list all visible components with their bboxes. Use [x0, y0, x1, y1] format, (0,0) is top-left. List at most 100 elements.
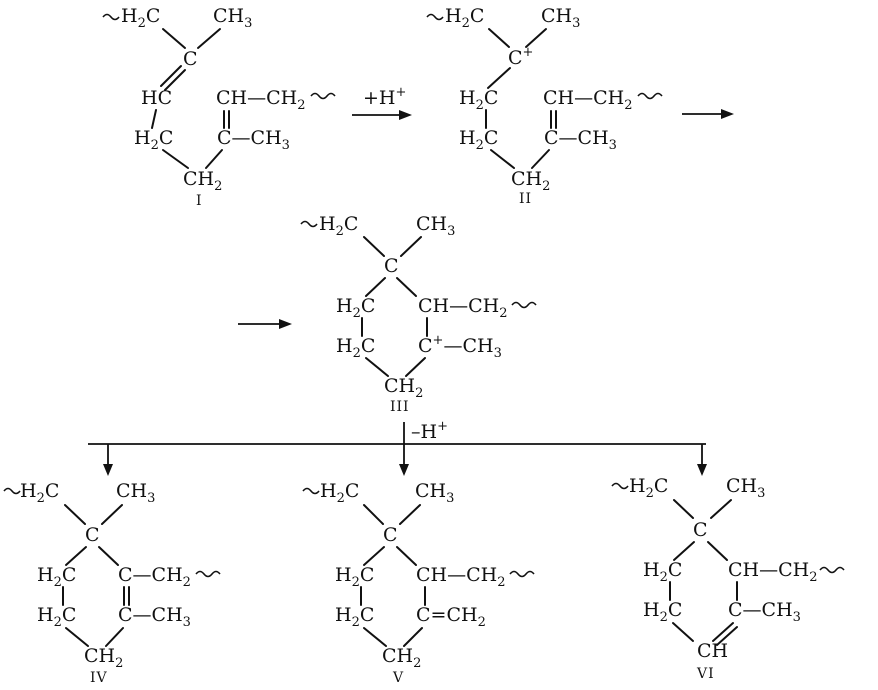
ch2-text: CH: [84, 645, 115, 667]
quaternary-carbon: C: [693, 519, 708, 541]
ch-text: CH: [416, 564, 447, 586]
h2c-h: H: [319, 213, 336, 235]
h2c-sub: 2: [337, 491, 345, 506]
quaternary-carbon: C: [85, 524, 100, 546]
polymer-chain-wavy: [3, 487, 21, 495]
ch-text: CH: [216, 87, 247, 109]
h2c-c: C: [360, 564, 375, 586]
h2c-h: H: [336, 335, 353, 357]
label-vi: VI: [696, 666, 715, 682]
ch2-sub: 2: [809, 570, 817, 585]
deprotonation-branch: –H+: [88, 419, 707, 476]
ch2-sub: 2: [297, 98, 305, 113]
arrow-head: [399, 110, 412, 120]
svg-text:CH3: CH3: [541, 5, 580, 31]
ch3-text: CH: [251, 127, 282, 149]
h2c-sub: 2: [352, 575, 360, 590]
ch3-sub: 3: [446, 491, 454, 506]
svg-text:CH2: CH2: [511, 168, 550, 194]
svg-text:H2C: H2C: [335, 604, 374, 630]
quaternary-carbon: C: [383, 524, 398, 546]
bond: [710, 499, 732, 519]
quaternary-carbon: C: [183, 48, 198, 70]
h2c-h: H: [335, 604, 352, 626]
svg-text:H2C: H2C: [336, 295, 375, 321]
structure-iii: H2C CH3 C H2C CH—CH2 H2C C+—CH3 CH2 III: [300, 213, 537, 415]
h2c-sub: 2: [462, 16, 470, 31]
h2c-sub: 2: [660, 570, 668, 585]
h2c-c: C: [654, 475, 669, 497]
bond: [673, 541, 695, 561]
bond: [162, 149, 189, 169]
ch3-text: CH: [152, 604, 183, 626]
svg-text:C+—CH3: C+—CH3: [418, 333, 502, 361]
ch3-sub: 3: [147, 491, 155, 506]
polymer-chain-wavy: [611, 482, 629, 490]
ch3-sub: 3: [757, 486, 765, 501]
h2c-sub: 2: [37, 491, 45, 506]
h2c-h: H: [37, 564, 54, 586]
ch2-sub: 2: [497, 575, 505, 590]
h2c-h: H: [459, 87, 476, 109]
cation-c: C: [418, 335, 433, 357]
bond: [151, 109, 157, 129]
ch-text: CH: [728, 559, 759, 581]
h2c-h: H: [134, 127, 151, 149]
bond: [403, 627, 423, 647]
ch3-sub: 3: [183, 615, 191, 630]
ch2-sub: 2: [415, 386, 423, 401]
svg-text:H2C: H2C: [335, 564, 374, 590]
bond: [162, 28, 186, 49]
h2c-c: C: [484, 127, 499, 149]
label-v: V: [392, 670, 404, 686]
svg-text:CH—CH2: CH—CH2: [416, 564, 506, 590]
ch2-text: CH: [266, 87, 297, 109]
h2c-sub: 2: [138, 16, 146, 31]
svg-text:CH3: CH3: [416, 213, 455, 239]
svg-text:CH3: CH3: [213, 5, 252, 31]
bond: [105, 627, 124, 647]
ch-text: CH: [418, 295, 449, 317]
h2c-c: C: [146, 5, 161, 27]
h2c-c: C: [361, 335, 376, 357]
ch2-text: CH: [778, 559, 809, 581]
hc-atom: HC: [141, 87, 172, 109]
ch2-text: CH: [468, 295, 499, 317]
h2c-c: C: [159, 127, 174, 149]
ch2-text: CH: [593, 87, 624, 109]
bond: [396, 277, 417, 297]
double-bond: [160, 65, 182, 87]
h2c-sub: 2: [353, 306, 361, 321]
h2c-c: C: [344, 213, 359, 235]
svg-text:CH2: CH2: [183, 168, 222, 194]
ch3-text: CH: [213, 5, 244, 27]
arrow-rearrangement: [682, 109, 734, 119]
svg-text:H2C: H2C: [459, 87, 498, 113]
bond: [363, 627, 387, 647]
svg-text:C—CH3: C—CH3: [217, 127, 290, 153]
dash: —: [133, 564, 152, 586]
bond: [64, 504, 86, 525]
h2c-h: H: [445, 5, 462, 27]
ch2-sub: 2: [214, 179, 222, 194]
dash: —: [133, 604, 152, 626]
polymer-chain-wavy: [102, 13, 120, 21]
h2c-c: C: [668, 599, 683, 621]
c-text: C: [118, 604, 133, 626]
exo-ch2-sub: 2: [478, 615, 486, 630]
ch3-sub: 3: [244, 16, 252, 31]
svg-text:H2C: H2C: [629, 475, 668, 501]
cation-charge: +: [433, 333, 444, 348]
h2c-sub: 2: [54, 575, 62, 590]
bond: [363, 504, 384, 525]
ch2-text: CH: [152, 564, 183, 586]
svg-text:CH2: CH2: [382, 645, 421, 671]
svg-text:C=CH2: C=CH2: [416, 604, 486, 630]
polymer-chain-wavy: [637, 92, 663, 100]
svg-text:H2C: H2C: [459, 127, 498, 153]
c-text: C: [416, 604, 431, 626]
h2c-h: H: [20, 480, 37, 502]
svg-text:C—CH3: C—CH3: [544, 127, 617, 153]
bond: [363, 546, 385, 566]
h2c-c: C: [484, 87, 499, 109]
